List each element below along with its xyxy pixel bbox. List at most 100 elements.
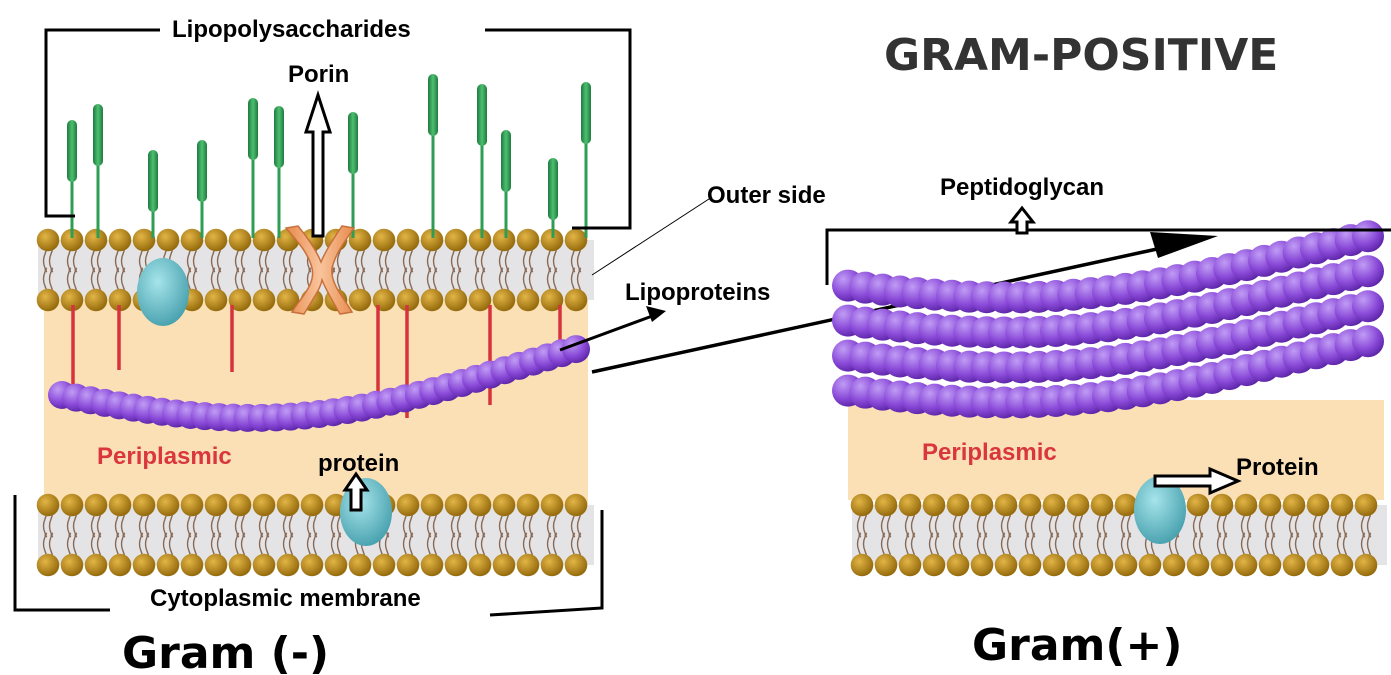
lipid-head <box>85 289 108 312</box>
lipid-head <box>1091 554 1114 577</box>
gram-positive-heading: GRAM-POSITIVE <box>884 30 1278 81</box>
lipid-head <box>1139 554 1162 577</box>
lipid-head <box>85 554 108 577</box>
lipid-head <box>517 494 540 517</box>
lipid-head <box>325 554 348 577</box>
lipid-head <box>277 494 300 517</box>
peptidoglycan-arrowhead-icon <box>1150 232 1218 258</box>
lipid-head <box>1307 494 1330 517</box>
lipid-head <box>205 229 228 252</box>
lipid-head <box>469 229 492 252</box>
lipid-head <box>493 494 516 517</box>
peptidoglycan-bead <box>1352 290 1384 322</box>
lipid-head <box>157 229 180 252</box>
cytoplasmic-membrane-label: Cytoplasmic membrane <box>150 585 421 612</box>
outer-side-pointer <box>592 197 712 275</box>
lipid-head <box>205 289 228 312</box>
lipid-head <box>1067 494 1090 517</box>
lps-chain <box>548 158 558 220</box>
peptidoglycan-label: Peptidoglycan <box>940 174 1104 201</box>
lipid-head <box>109 229 132 252</box>
lipid-head <box>253 554 276 577</box>
lipid-head <box>1115 494 1138 517</box>
lipid-head <box>493 554 516 577</box>
lipid-head <box>373 229 396 252</box>
periplasmic-label-pos: Periplasmic <box>922 439 1057 466</box>
lipid-head <box>397 494 420 517</box>
lps-chain <box>477 84 487 146</box>
lipid-head <box>971 554 994 577</box>
lipid-head <box>85 229 108 252</box>
lipid-head <box>493 289 516 312</box>
lipid-head <box>133 554 156 577</box>
lipid-head <box>397 554 420 577</box>
lps-chain <box>148 150 158 212</box>
lipid-head <box>181 229 204 252</box>
lipid-head <box>565 554 588 577</box>
lipid-head <box>517 289 540 312</box>
lipid-head <box>277 554 300 577</box>
lipid-head <box>373 554 396 577</box>
lipid-head <box>1043 554 1066 577</box>
lipid-head <box>1043 494 1066 517</box>
lipid-head <box>37 554 60 577</box>
lipid-head <box>1355 554 1378 577</box>
lipid-head <box>253 494 276 517</box>
lps-chain <box>67 120 77 182</box>
lipid-head <box>229 554 252 577</box>
lipid-head <box>899 554 922 577</box>
protein-label-pos: Protein <box>1236 454 1319 481</box>
lipid-head <box>541 494 564 517</box>
lipid-head <box>229 229 252 252</box>
lps-chain <box>581 82 591 144</box>
lps-chain <box>428 74 438 136</box>
porin-label: Porin <box>288 61 349 88</box>
lipid-head <box>493 229 516 252</box>
lipid-head <box>1331 494 1354 517</box>
lipid-head <box>995 554 1018 577</box>
lps-chain <box>197 140 207 202</box>
peptidoglycan-bead <box>1352 325 1384 357</box>
lipid-head <box>37 289 60 312</box>
lipid-head <box>373 289 396 312</box>
lipid-head <box>397 229 420 252</box>
lps-chain <box>501 130 511 192</box>
lipid-head <box>541 554 564 577</box>
gram-positive-panel: GRAM-POSITIVE Peptidoglycan Periplasmic … <box>827 30 1391 671</box>
lipid-head <box>421 289 444 312</box>
peptidoglycan-bead <box>1352 255 1384 287</box>
lps-bracket <box>46 30 630 228</box>
lipid-head <box>1019 554 1042 577</box>
lipid-head <box>1115 554 1138 577</box>
lipid-head <box>445 494 468 517</box>
peptidoglycan-bead <box>1352 220 1384 252</box>
lipid-head <box>301 494 324 517</box>
periplasmic-label-neg: Periplasmic <box>97 443 232 470</box>
lipid-head <box>85 494 108 517</box>
lipid-head <box>445 289 468 312</box>
lipopolysaccharides-label: Lipopolysaccharides <box>172 16 411 43</box>
outer-membrane-protein <box>137 258 189 326</box>
lipopolysaccharide-chains <box>67 74 591 238</box>
lipid-head <box>469 289 492 312</box>
lipid-head <box>205 494 228 517</box>
lipid-head <box>1235 554 1258 577</box>
protein-label-neg: protein <box>318 450 399 477</box>
lipid-head <box>445 554 468 577</box>
lipid-head <box>349 554 372 577</box>
lipid-head <box>469 554 492 577</box>
lps-chain <box>248 98 258 160</box>
lipoproteins-arrowhead-icon <box>646 306 666 322</box>
lipid-head <box>1067 554 1090 577</box>
lipid-head <box>947 494 970 517</box>
lipid-head <box>565 229 588 252</box>
cytoplasmic-membrane-neg <box>37 494 594 577</box>
lipid-head <box>1235 494 1258 517</box>
lipid-head <box>181 554 204 577</box>
lipid-head <box>517 554 540 577</box>
lipid-head <box>1259 494 1282 517</box>
lipid-head <box>947 554 970 577</box>
lipid-head <box>61 554 84 577</box>
lipid-head <box>109 554 132 577</box>
